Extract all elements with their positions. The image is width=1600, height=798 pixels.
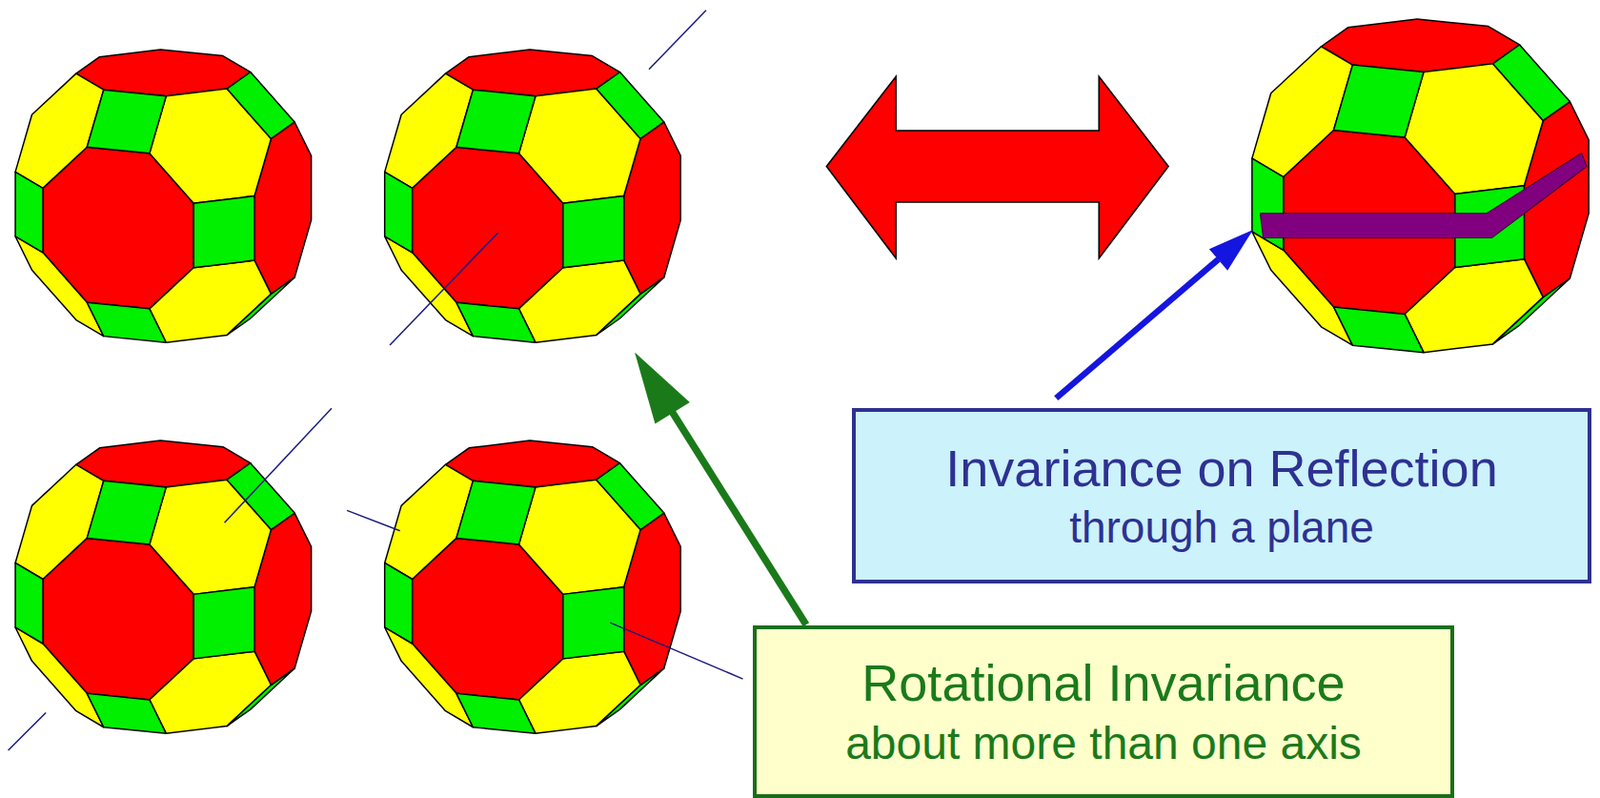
leader-arrow — [672, 412, 807, 626]
axis-line — [346, 509, 401, 530]
polyhedron-face — [1493, 278, 1571, 345]
polyhedron-face — [15, 464, 104, 579]
polyhedron-face — [15, 236, 104, 337]
polyhedron-face — [226, 668, 295, 727]
polyhedron-face — [596, 277, 665, 336]
polyhedron-face — [518, 260, 641, 343]
polyhedron — [384, 49, 682, 343]
polyhedron-face — [1252, 46, 1353, 178]
arrowhead — [1209, 229, 1254, 271]
polyhedron-face — [1252, 231, 1353, 345]
double-arrow — [826, 76, 1169, 259]
axis-lines — [8, 10, 744, 750]
polyhedron — [15, 49, 312, 343]
polyhedron-face — [384, 627, 474, 728]
polyhedron-face — [1334, 64, 1424, 138]
polyhedron-face — [193, 587, 255, 659]
polyhedron — [384, 440, 682, 733]
polyhedron — [1252, 19, 1589, 353]
polyhedron-face — [86, 89, 166, 154]
axis-line — [648, 10, 707, 70]
polyhedron-face — [149, 650, 272, 733]
callout-subheading: about more than one axis — [845, 714, 1362, 772]
polyhedron-face — [518, 650, 641, 733]
axis-line — [389, 232, 499, 345]
polyhedron-face — [86, 302, 166, 343]
polyhedron-face — [15, 627, 104, 728]
polyhedron-face — [596, 72, 665, 140]
callout-subheading: through a plane — [1069, 500, 1375, 556]
polyhedron-face — [384, 562, 413, 644]
arrowhead — [634, 351, 690, 424]
polyhedron — [15, 440, 312, 733]
polyhedron-face — [596, 463, 665, 530]
axis-line — [609, 622, 743, 679]
polyhedron-face — [384, 171, 413, 253]
axis-line — [8, 711, 47, 750]
polyhedron-face — [384, 464, 474, 579]
polyhedron-face — [563, 587, 625, 659]
callout-heading: Rotational Invariance — [861, 650, 1345, 716]
polyhedron-face — [456, 480, 536, 545]
leader-arrow — [1055, 259, 1218, 399]
axis-line — [224, 407, 332, 523]
polyhedron-face — [1404, 259, 1543, 353]
polyhedron-face — [384, 73, 474, 188]
polyhedron-face — [563, 196, 625, 268]
polyhedron-face — [596, 668, 665, 727]
callout-heading: Invariance on Reflection — [945, 436, 1498, 502]
polyhedron-face — [149, 260, 272, 343]
polyhedron-face — [15, 73, 104, 188]
polyhedron-face — [226, 463, 295, 530]
polyhedron-face — [384, 236, 474, 337]
polyhedron-face — [193, 196, 255, 268]
polyhedron-face — [226, 277, 295, 336]
callout-box: Invariance on Reflectionthrough a plane — [851, 407, 1592, 584]
polyhedron-face — [1334, 306, 1424, 353]
polyhedron-face — [86, 480, 166, 545]
reflection-plane-band — [1259, 153, 1587, 239]
polyhedron-face — [456, 692, 536, 733]
polyhedron-face — [456, 89, 536, 154]
polyhedron-face — [15, 562, 43, 644]
polyhedron-face — [86, 692, 166, 733]
polyhedron-face — [226, 72, 295, 140]
polyhedron-face — [456, 302, 536, 343]
polyhedron-face — [15, 171, 43, 253]
callout-box: Rotational Invarianceabout more than one… — [752, 625, 1455, 798]
polyhedron-face — [1493, 44, 1571, 122]
